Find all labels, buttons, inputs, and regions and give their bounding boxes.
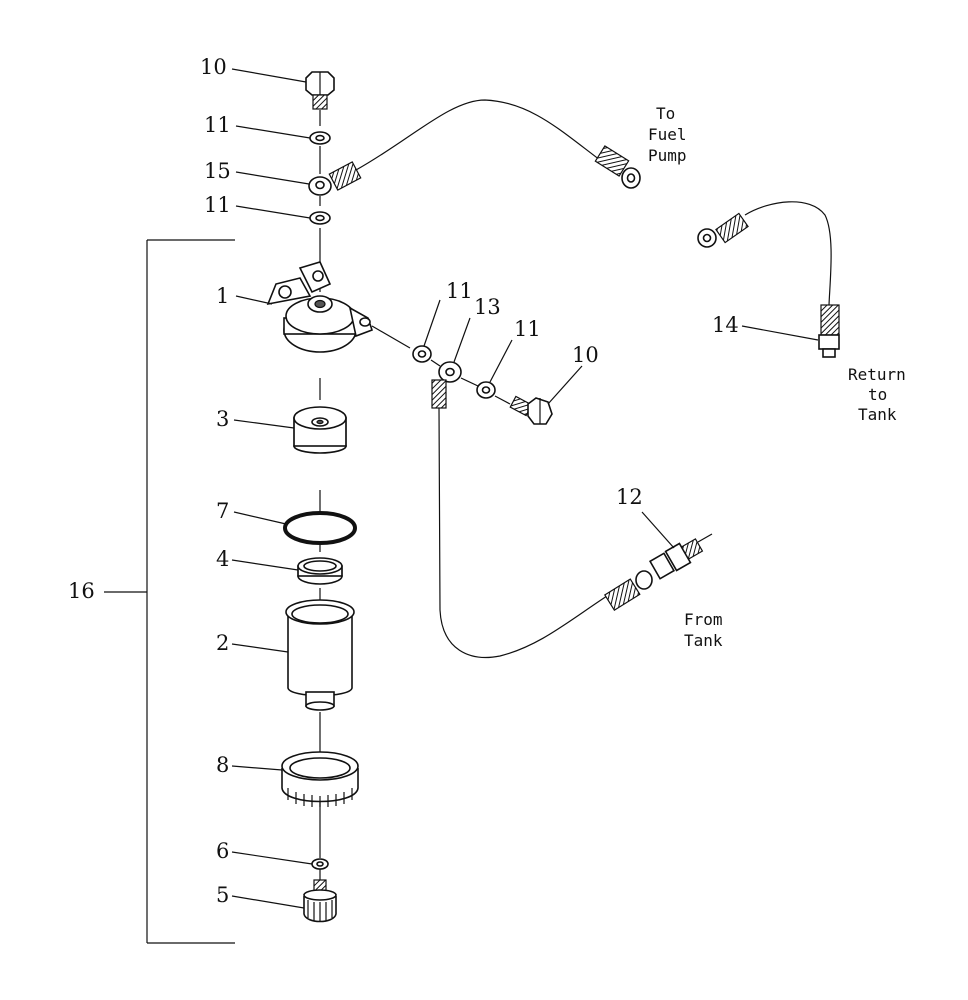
note-from-tank-line-2: Tank <box>684 631 723 650</box>
banjo-fitting-side <box>431 361 462 409</box>
label-part-12: 12 <box>616 485 643 509</box>
callout-labels: 10 11 15 11 1 11 13 11 10 3 7 4 16 2 8 6… <box>68 55 739 907</box>
label-part-11-side-2: 11 <box>514 317 541 341</box>
note-fuel-pump-line-2: Fuel <box>648 125 687 144</box>
note-fuel-pump-line-3: Pump <box>648 146 687 165</box>
label-part-3: 3 <box>216 407 229 431</box>
note-to-fuel-pump: To Fuel Pump <box>648 104 687 165</box>
leader-lines <box>231 68 819 909</box>
label-part-6: 6 <box>216 839 229 863</box>
gasket-ring <box>297 557 343 585</box>
fuel-connector <box>648 533 713 580</box>
o-ring <box>283 511 357 545</box>
drain-seal-washer <box>311 858 329 870</box>
return-line-to-tank <box>697 201 840 358</box>
ring-nut <box>281 751 359 807</box>
sealing-washer-top <box>309 131 331 145</box>
note-from-tank-line-1: From <box>684 610 723 629</box>
label-part-14: 14 <box>712 313 739 337</box>
note-from-tank: From Tank <box>684 610 723 650</box>
banjo-fitting-top <box>308 161 362 196</box>
banjo-bolt-top <box>305 71 335 110</box>
label-part-4: 4 <box>216 547 229 571</box>
label-part-2: 2 <box>216 631 229 655</box>
filter-bowl <box>285 599 355 711</box>
note-return-line-2: to <box>868 385 887 404</box>
label-part-8: 8 <box>216 753 229 777</box>
assembly-bracket-16 <box>104 239 235 944</box>
drain-plug <box>303 879 337 923</box>
filter-element-cup <box>293 406 347 454</box>
sealing-washer-side-1 <box>412 345 432 363</box>
note-return-line-1: Return <box>848 365 906 384</box>
label-part-10-top: 10 <box>200 55 227 79</box>
label-part-1: 1 <box>216 284 229 308</box>
label-part-15: 15 <box>204 159 231 183</box>
fuel-line-to-pump <box>355 99 641 189</box>
note-fuel-pump-line-1: To <box>656 104 675 123</box>
label-part-13: 13 <box>474 295 501 319</box>
label-part-10-side: 10 <box>572 343 599 367</box>
label-part-7: 7 <box>216 499 229 523</box>
label-part-11-top: 11 <box>204 113 231 137</box>
label-part-16: 16 <box>68 579 95 603</box>
sealing-washer-mid <box>309 211 331 225</box>
note-return-to-tank: Return to Tank <box>848 365 906 424</box>
label-part-11-side-1: 11 <box>446 279 473 303</box>
banjo-bolt-side <box>509 395 553 425</box>
fuel-line-from-tank <box>438 407 653 659</box>
sealing-washer-side-2 <box>476 381 496 399</box>
filter-head <box>266 261 411 353</box>
note-return-line-3: Tank <box>858 405 897 424</box>
label-part-11-mid: 11 <box>204 193 231 217</box>
label-part-5: 5 <box>216 883 229 907</box>
